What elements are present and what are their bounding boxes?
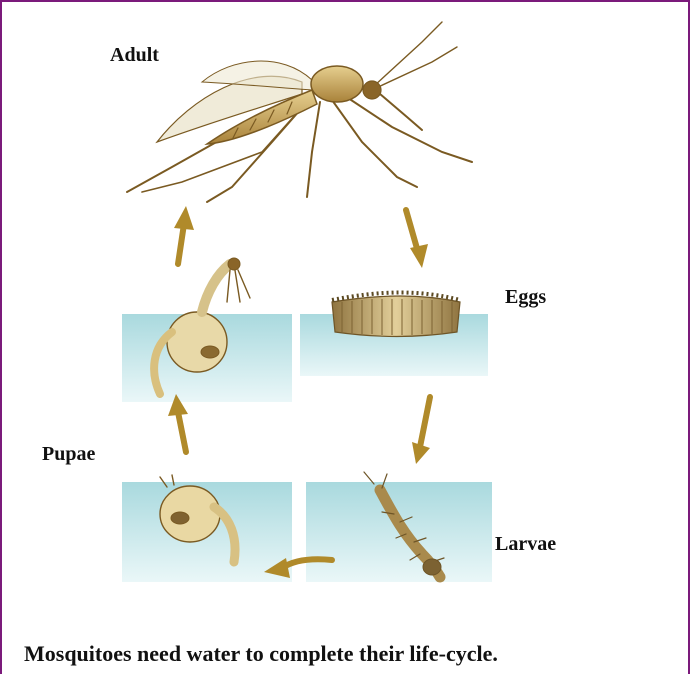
diagram-caption: Mosquitoes need water to complete their …: [24, 641, 498, 667]
arrow-emerging-to-adult: [174, 206, 194, 264]
egg-raft-icon: [332, 293, 460, 337]
adult-mosquito-icon: [127, 22, 472, 202]
stage-label-larvae: Larvae: [495, 533, 556, 556]
stage-label-pupae: Pupae: [42, 443, 95, 466]
arrow-eggs-to-larvae: [412, 397, 430, 464]
arrow-adult-to-eggs: [406, 210, 428, 268]
arrow-pupae-to-emerging: [168, 394, 188, 452]
stage-label-adult: Adult: [110, 44, 159, 67]
stage-label-eggs: Eggs: [505, 286, 546, 309]
